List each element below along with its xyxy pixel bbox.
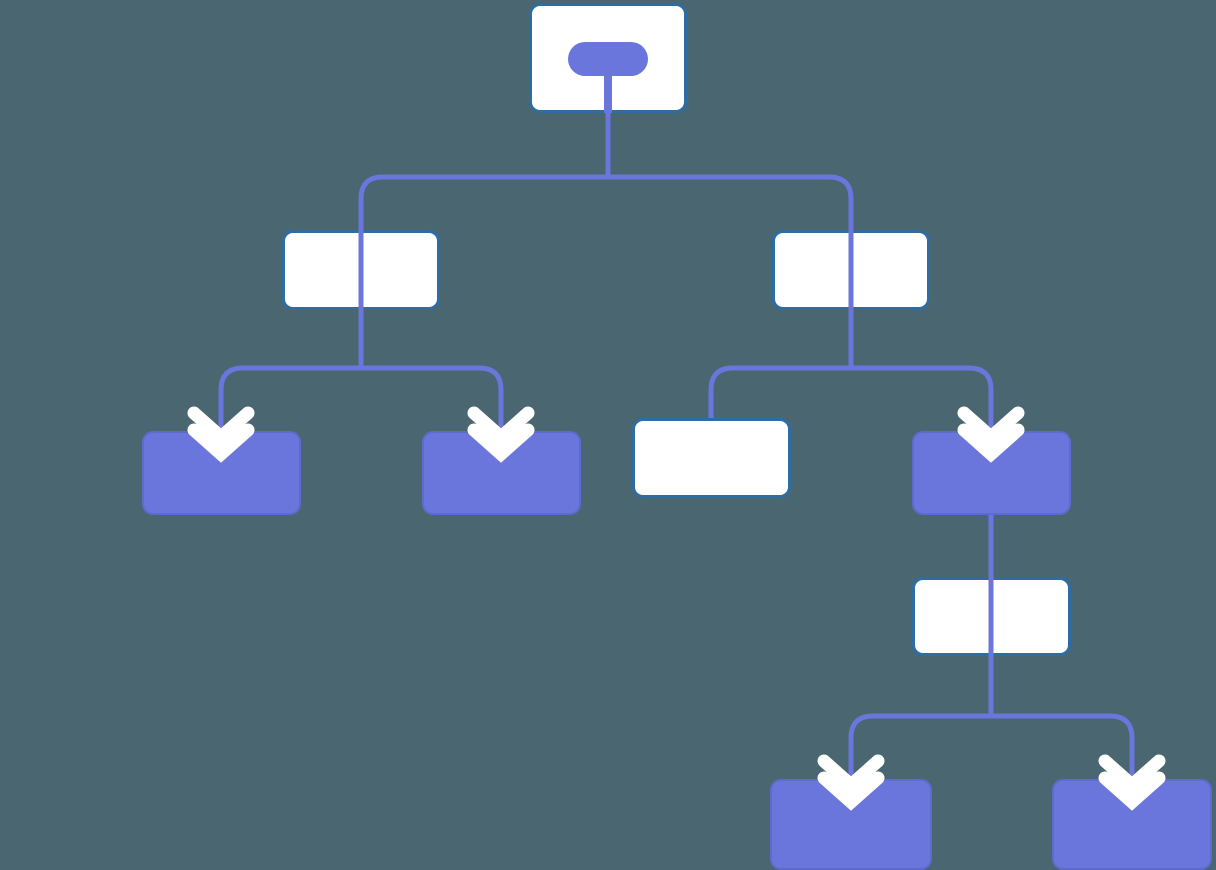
empty-node[interactable] [632,418,791,498]
leaf-node-3[interactable] [770,779,932,870]
branch-node-right[interactable] [772,230,930,310]
branch-node-deep[interactable] [912,431,1071,515]
branch-node-left[interactable] [282,230,440,310]
root-node-pill-label [568,42,648,76]
leaf-node-2[interactable] [422,431,581,515]
root-node[interactable] [529,3,687,113]
leaf-node-1[interactable] [142,431,301,515]
leaf-node-4[interactable] [1052,779,1212,870]
pass-through-node[interactable] [912,577,1071,656]
